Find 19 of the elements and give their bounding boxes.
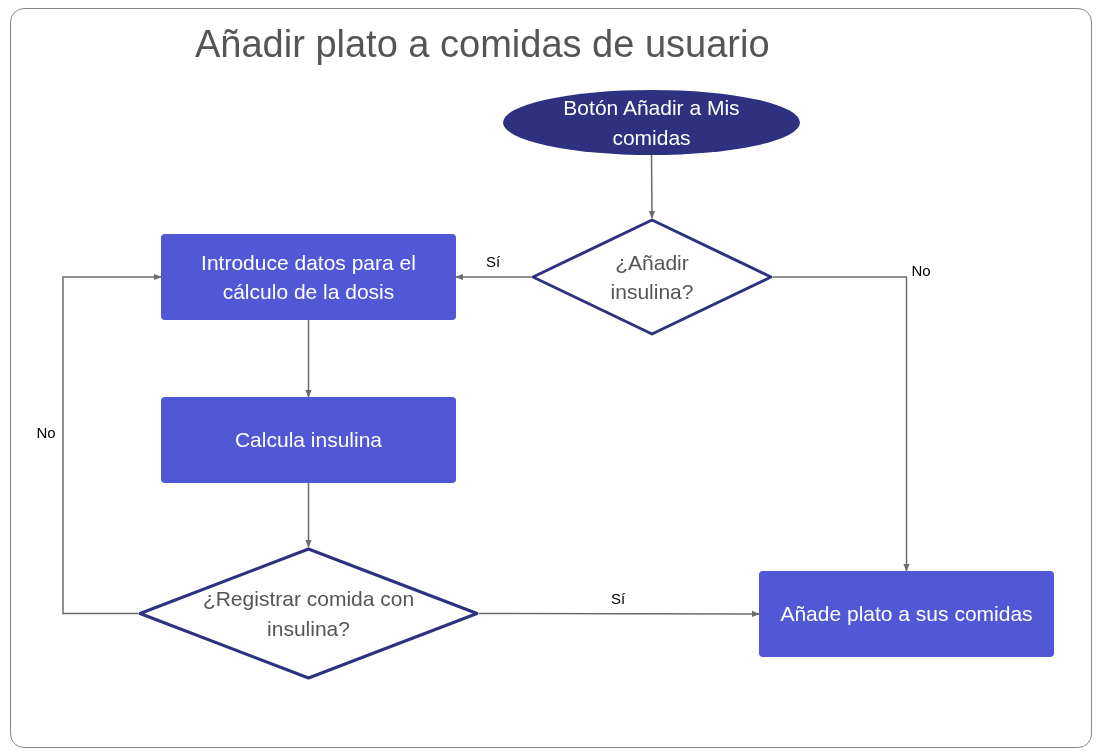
node-label: ¿Añadir insulina? [609,249,695,305]
process-box [759,571,1054,657]
arrow [62,273,162,615]
node-label: Añade plato a sus comidas [780,601,1033,628]
process-box [161,234,456,320]
arrow [455,273,532,281]
node-label: ¿Registrar comida con insulina? [201,586,416,642]
arrow [478,610,760,618]
diagram-title: Añadir plato a comidas de usuario [195,22,770,67]
process-box [161,397,456,483]
arrow [772,276,910,572]
arrow [305,319,312,398]
decision-diamond [138,547,479,680]
arrow [648,154,656,219]
arrow [305,482,312,548]
node-label: Calcula insulina [234,427,383,454]
node-label: Introduce datos para el cálculo de la dosis [200,249,417,305]
decision-diamond [531,218,773,336]
node-label: Botón Añadir a Mis comidas [562,95,741,151]
